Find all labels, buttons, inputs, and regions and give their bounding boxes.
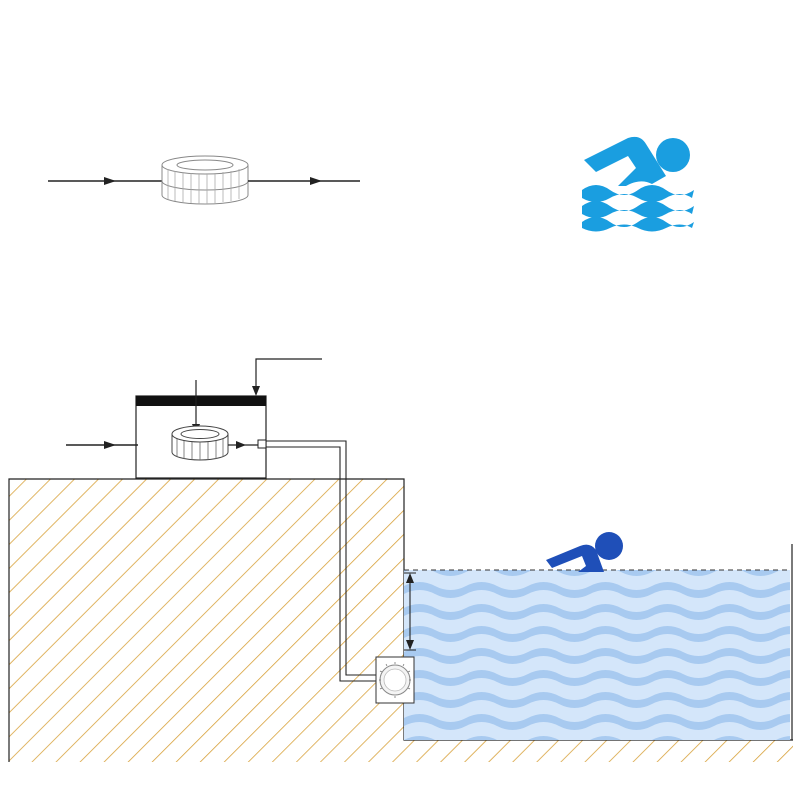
swimmer-icon <box>546 532 623 572</box>
coil-diagram-top <box>48 155 360 205</box>
output-arrow-head <box>310 177 322 185</box>
leader-arrow-head <box>252 386 260 396</box>
ground-block <box>8 478 793 762</box>
box-input-arrow-head <box>104 441 116 449</box>
cable-gland <box>257 439 267 449</box>
swimmer-over-waves-icon <box>582 136 694 232</box>
pool-water <box>404 544 793 740</box>
transformer-box <box>135 380 267 479</box>
coil-ring-icon <box>161 155 249 205</box>
underwater-light-icon <box>375 656 415 704</box>
cable-conduit <box>266 440 378 682</box>
depth-dimension <box>404 572 416 651</box>
input-arrow-head <box>104 177 116 185</box>
transformer-lid <box>136 396 266 406</box>
leader-line <box>255 358 322 390</box>
coil-ring-icon <box>171 425 229 461</box>
coil-out-head <box>236 441 246 449</box>
